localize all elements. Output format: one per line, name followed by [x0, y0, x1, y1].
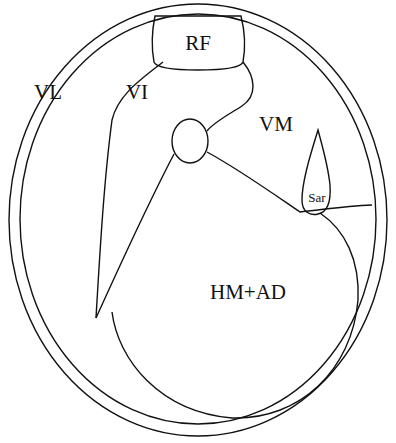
- muscle-label: Sar: [308, 191, 325, 204]
- vm-lower-boundary: [207, 152, 372, 212]
- fascia-outline: [20, 14, 376, 424]
- skin-outline: [9, 4, 387, 436]
- muscle-region: Sar: [308, 191, 325, 204]
- muscle-region: VM: [259, 114, 293, 135]
- muscle-region: VI: [126, 82, 148, 103]
- hm-ad-outline: [112, 213, 358, 418]
- vi-lower-boundary: [96, 154, 174, 318]
- muscle-label: VI: [126, 82, 148, 103]
- muscle-region: RF: [185, 33, 211, 54]
- muscle-label: VM: [259, 114, 293, 135]
- muscle-label: VL: [34, 82, 62, 103]
- sar-outline: [302, 130, 330, 214]
- muscle-label: RF: [185, 33, 211, 54]
- muscle-region: VL: [34, 82, 62, 103]
- vl-vi-boundary: [96, 62, 163, 318]
- muscle-label: HM+AD: [210, 282, 286, 303]
- femur: [172, 119, 208, 163]
- rf-outline: [152, 16, 244, 70]
- vi-vm-boundary: [207, 62, 253, 131]
- muscle-region: HM+AD: [210, 282, 286, 303]
